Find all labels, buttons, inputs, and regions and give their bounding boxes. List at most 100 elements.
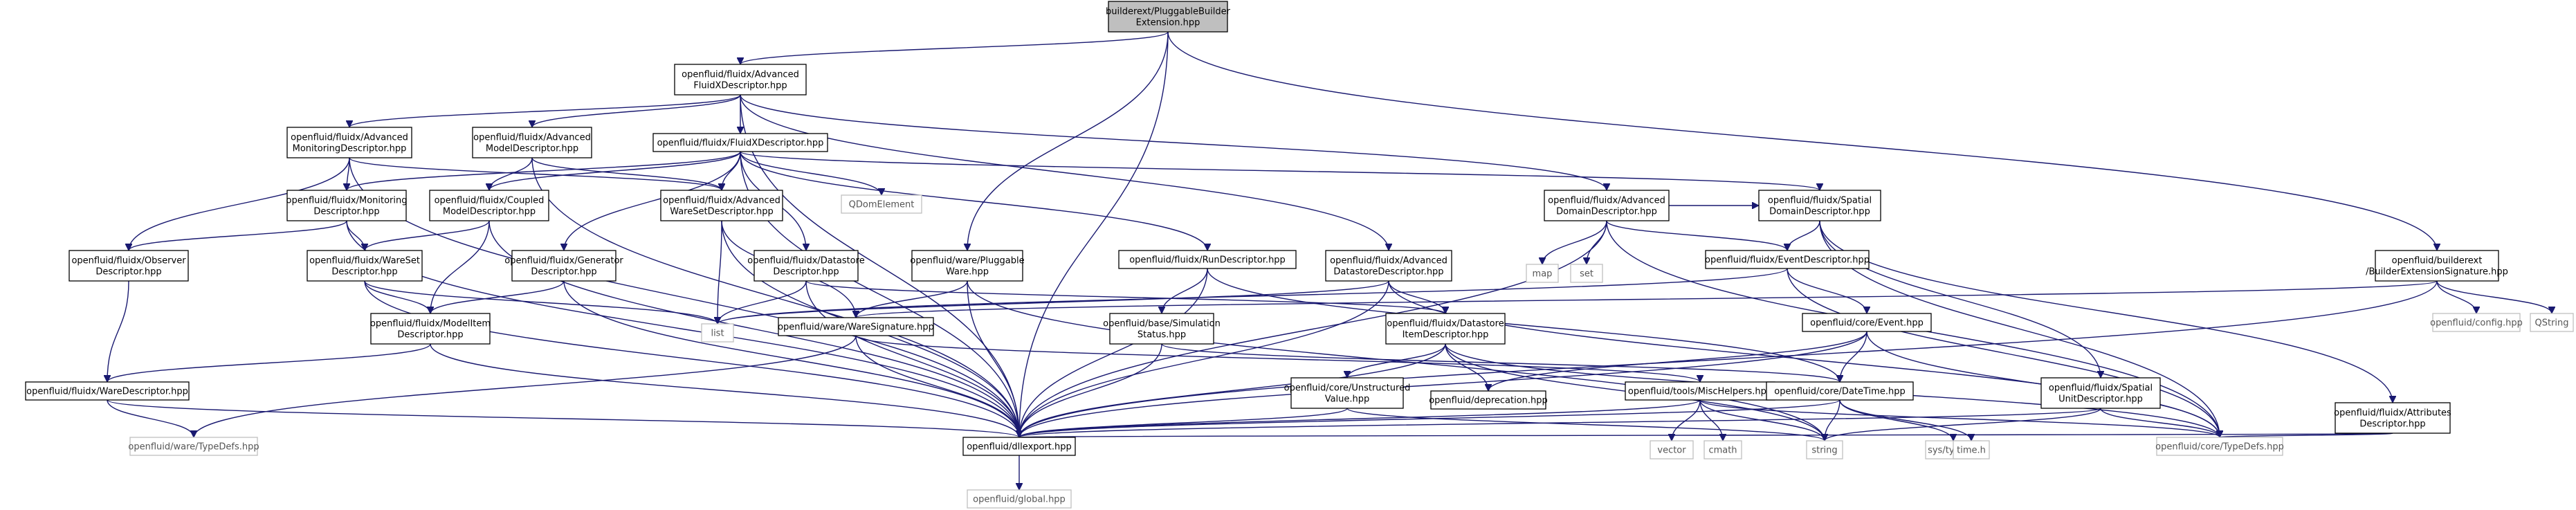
node-dsi[interactable]: openfluid/fluidx/DatastoreItemDescriptor… bbox=[1385, 313, 1506, 345]
edge-amod-to-dll bbox=[531, 157, 1019, 437]
edge-sud-to-str bbox=[1825, 408, 2101, 441]
node-box bbox=[652, 133, 828, 152]
edge-obs-to-wd bbox=[107, 280, 129, 382]
node-label: openfluid/fluidx/Datastore bbox=[747, 256, 864, 266]
node-sdom[interactable]: openfluid/fluidx/SpatialDomainDescriptor… bbox=[1758, 190, 1881, 221]
node-label: DomainDescriptor.hpp bbox=[1769, 207, 1870, 217]
node-box bbox=[1650, 440, 1694, 459]
node-label: openfluid/core/DateTime.hpp bbox=[1774, 387, 1905, 397]
edge-pw-to-dll bbox=[967, 280, 1019, 437]
node-ctd: openfluid/core/TypeDefs.hpp bbox=[2155, 437, 2284, 456]
node-run[interactable]: openfluid/fluidx/RunDescriptor.hpp bbox=[1118, 250, 1297, 269]
node-sud[interactable]: openfluid/fluidx/SpatialUnitDescriptor.h… bbox=[2040, 377, 2161, 409]
node-box bbox=[307, 250, 423, 282]
node-cmath: cmath bbox=[1703, 440, 1742, 459]
node-box bbox=[1385, 313, 1506, 345]
node-label: openfluid/core/Event.hpp bbox=[1810, 318, 1924, 329]
edge-amod-to-aws bbox=[531, 157, 722, 191]
node-label: openfluid/dllexport.hpp bbox=[967, 442, 1072, 453]
node-cev[interactable]: openfluid/core/Event.hpp bbox=[1802, 313, 1932, 332]
node-label: openfluid/fluidx/FluidXDescriptor.hpp bbox=[657, 138, 824, 149]
node-wd[interactable]: openfluid/fluidx/WareDescriptor.hpp bbox=[25, 381, 190, 401]
edge-sdom-to-attr bbox=[1819, 220, 2393, 403]
node-qdom: QDomElement bbox=[841, 194, 922, 214]
node-label: openfluid/fluidx/WareSet bbox=[309, 256, 420, 266]
node-box bbox=[1953, 440, 1990, 459]
edge-run-to-sim bbox=[1162, 268, 1208, 314]
node-ws[interactable]: openfluid/fluidx/WareSetDescriptor.hpp bbox=[307, 250, 423, 282]
node-box bbox=[1544, 190, 1670, 221]
edge-attr-to-dll bbox=[1018, 433, 2393, 437]
edge-amon-to-obs bbox=[129, 157, 350, 251]
edge-adom-to-map bbox=[1542, 220, 1607, 265]
node-dt[interactable]: openfluid/core/DateTime.hpp bbox=[1766, 381, 1914, 401]
edge-adom-to-dll bbox=[1019, 220, 1607, 437]
node-adom[interactable]: openfluid/fluidx/AdvancedDomainDescripto… bbox=[1544, 190, 1670, 221]
node-label: openfluid/tools/MiscHelpers.hpp bbox=[1628, 387, 1772, 397]
edge-gen-to-mid bbox=[430, 280, 565, 314]
node-dep[interactable]: openfluid/deprecation.hpp bbox=[1429, 390, 1548, 410]
node-label: openfluid/fluidx/Advanced bbox=[1548, 196, 1665, 206]
node-wsig[interactable]: openfluid/ware/WareSignature.hpp bbox=[778, 317, 934, 336]
node-amod[interactable]: openfluid/fluidx/AdvancedModelDescriptor… bbox=[472, 127, 592, 158]
node-label: openfluid/fluidx/Spatial bbox=[2049, 383, 2153, 394]
node-label: UnitDescriptor.hpp bbox=[2058, 394, 2143, 405]
node-label: openfluid/fluidx/Observer bbox=[71, 256, 186, 266]
node-dsd[interactable]: openfluid/fluidx/DatastoreDescriptor.hpp bbox=[747, 250, 865, 282]
edge-cev-to-dll bbox=[1019, 331, 1867, 437]
edge-ws-to-list bbox=[364, 280, 718, 325]
node-misc[interactable]: openfluid/tools/MiscHelpers.hpp bbox=[1625, 381, 1775, 401]
node-aws[interactable]: openfluid/fluidx/AdvancedWareSetDescript… bbox=[660, 190, 783, 221]
node-glob: openfluid/global.hpp bbox=[967, 489, 1072, 509]
edge-misc-to-dll bbox=[1019, 399, 1701, 438]
node-label: vector bbox=[1657, 446, 1686, 456]
edge-misc-to-vec bbox=[1672, 399, 1701, 441]
node-label: openfluid/global.hpp bbox=[973, 495, 1066, 505]
node-label: openfluid/fluidx/Advanced bbox=[682, 70, 799, 80]
node-label: openfluid/fluidx/Spatial bbox=[1768, 196, 1872, 206]
edge-dsi-to-dep bbox=[1445, 343, 1488, 391]
node-label: openfluid/fluidx/Datastore bbox=[1387, 319, 1504, 329]
edge-uv-to-dll bbox=[1019, 408, 1348, 438]
node-ads[interactable]: openfluid/fluidx/AdvancedDatastoreDescri… bbox=[1325, 250, 1452, 282]
node-bes[interactable]: openfluid/builderext/BuilderExtensionSig… bbox=[2366, 250, 2508, 282]
node-box bbox=[967, 489, 1072, 509]
edge-gen-to-dll bbox=[563, 280, 1019, 437]
node-afx[interactable]: openfluid/fluidx/AdvancedFluidXDescripto… bbox=[674, 64, 807, 95]
edge-dsi-to-dll bbox=[1019, 343, 1446, 437]
node-box bbox=[1802, 313, 1932, 332]
edge-root-to-dll bbox=[1019, 31, 1169, 437]
node-amon[interactable]: openfluid/fluidx/AdvancedMonitoringDescr… bbox=[286, 127, 412, 158]
node-label: Descriptor.hpp bbox=[2359, 419, 2425, 430]
node-label: builderext/PluggableBuilder bbox=[1106, 7, 1231, 17]
edge-fxd-to-run bbox=[740, 151, 1207, 251]
node-fxd[interactable]: openfluid/fluidx/FluidXDescriptor.hpp bbox=[652, 133, 828, 152]
edge-dt-to-dll bbox=[1019, 399, 1840, 438]
edge-afx-to-adom bbox=[740, 94, 1607, 191]
node-attr[interactable]: openfluid/fluidx/AttributesDescriptor.hp… bbox=[2334, 402, 2451, 434]
edge-cev-to-dt bbox=[1840, 331, 1867, 382]
node-box bbox=[1109, 313, 1214, 345]
node-label: Descriptor.hpp bbox=[331, 267, 397, 277]
node-box bbox=[911, 250, 1023, 282]
edge-aws-to-list bbox=[718, 220, 722, 324]
node-cmd[interactable]: openfluid/fluidx/CoupledModelDescriptor.… bbox=[429, 190, 549, 221]
node-label: set bbox=[1580, 269, 1593, 280]
node-box bbox=[2530, 313, 2574, 332]
node-mon[interactable]: openfluid/fluidx/MonitoringDescriptor.hp… bbox=[286, 190, 408, 221]
node-dll[interactable]: openfluid/dllexport.hpp bbox=[962, 437, 1076, 456]
edge-root-to-pw bbox=[967, 31, 1169, 251]
node-label: openfluid/fluidx/Monitoring bbox=[286, 196, 408, 206]
node-evd[interactable]: openfluid/fluidx/EventDescriptor.hpp bbox=[1705, 250, 1870, 269]
edge-fxd-to-mon bbox=[347, 151, 741, 191]
edge-afx-to-ads bbox=[740, 94, 1389, 251]
node-time: time.h bbox=[1953, 440, 1990, 459]
node-label: Status.hpp bbox=[1138, 330, 1186, 340]
